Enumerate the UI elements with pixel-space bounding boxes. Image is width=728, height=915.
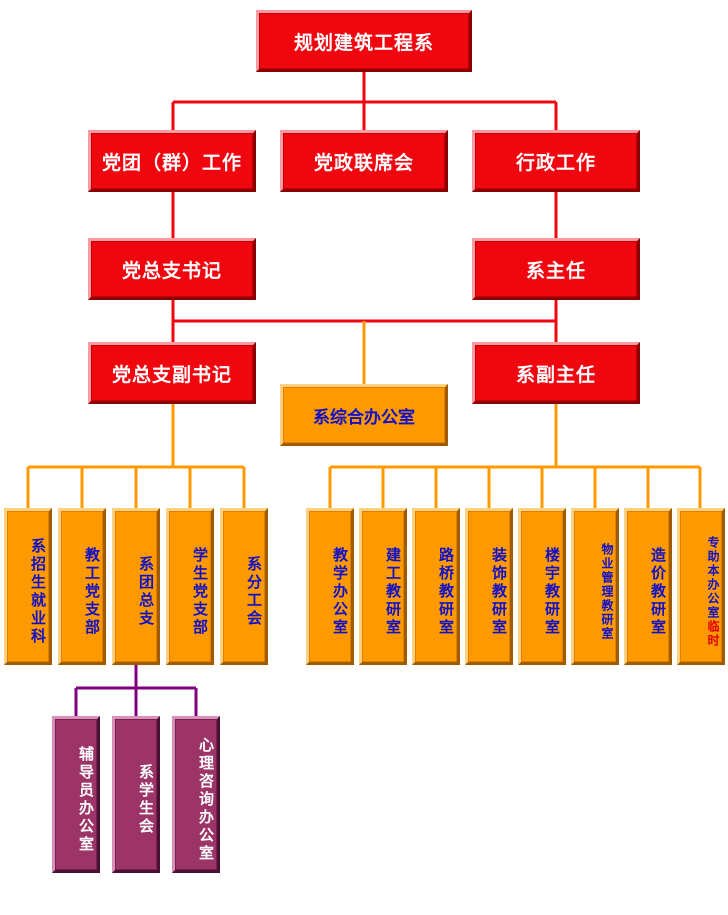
unit-trade-union: 系分工会 xyxy=(220,508,268,665)
unit-property-mgmt-research: 物业管理教研室 xyxy=(571,508,619,665)
unit-label: 路桥教研室 xyxy=(437,546,455,637)
unit-teaching-office: 教学办公室 xyxy=(306,508,354,665)
node-dept-head: 系主任 xyxy=(472,238,640,300)
unit-student-party-branch: 学生党支部 xyxy=(166,508,214,665)
unit-label: 系团总支 xyxy=(137,555,155,628)
unit-counseling-office: 心理咨询办公室 xyxy=(172,716,220,873)
unit-upgrade-office: 专助本办公室临时 xyxy=(677,508,725,665)
node-label: 行政工作 xyxy=(515,151,596,174)
unit-construction-research: 建工教研室 xyxy=(359,508,407,665)
unit-building-research: 楼宇教研室 xyxy=(518,508,566,665)
unit-label: 教学办公室 xyxy=(331,546,349,637)
unit-youth-league: 系团总支 xyxy=(112,508,160,665)
node-party-secretary: 党总支书记 xyxy=(88,238,256,300)
unit-decoration-research: 装饰教研室 xyxy=(465,508,513,665)
unit-label: 专助本办公室 xyxy=(706,535,720,620)
root-label: 规划建筑工程系 xyxy=(293,31,434,54)
unit-label: 造价教研室 xyxy=(649,546,667,637)
node-admin-work: 行政工作 xyxy=(472,130,640,192)
node-label: 系综合办公室 xyxy=(313,407,415,428)
temporary-tag: 临时 xyxy=(706,619,720,648)
node-label: 党总支副书记 xyxy=(111,363,232,386)
unit-label: 学生党支部 xyxy=(191,546,209,637)
node-label: 党总支书记 xyxy=(121,259,222,282)
unit-student-union: 系学生会 xyxy=(112,716,160,873)
unit-counselor-office: 辅导员办公室 xyxy=(52,716,100,873)
unit-staff-party-branch: 教工党支部 xyxy=(58,508,106,665)
node-joint-meeting: 党政联席会 xyxy=(280,130,448,192)
node-label: 党政联席会 xyxy=(313,151,414,174)
node-general-office: 系综合办公室 xyxy=(280,384,448,446)
unit-label: 物业管理教研室 xyxy=(600,542,614,641)
unit-label: 辅导员办公室 xyxy=(77,745,95,854)
unit-label: 装饰教研室 xyxy=(490,546,508,637)
unit-label: 系招生就业科 xyxy=(29,537,47,646)
node-label: 系主任 xyxy=(525,259,586,282)
node-label: 系副主任 xyxy=(515,363,596,386)
root-node: 规划建筑工程系 xyxy=(256,10,472,72)
unit-label: 楼宇教研室 xyxy=(543,546,561,637)
unit-label: 心理咨询办公室 xyxy=(197,736,215,863)
unit-road-bridge-research: 路桥教研室 xyxy=(412,508,460,665)
node-label: 党团（群）工作 xyxy=(101,151,242,174)
unit-label: 建工教研室 xyxy=(384,546,402,637)
unit-recruitment: 系招生就业科 xyxy=(4,508,52,665)
unit-label: 教工党支部 xyxy=(83,546,101,637)
node-deputy-head: 系副主任 xyxy=(472,342,640,404)
unit-cost-research: 造价教研室 xyxy=(624,508,672,665)
node-deputy-secretary: 党总支副书记 xyxy=(88,342,256,404)
node-party-work: 党团（群）工作 xyxy=(88,130,256,192)
unit-label: 系分工会 xyxy=(245,555,263,628)
unit-label: 系学生会 xyxy=(137,763,155,836)
